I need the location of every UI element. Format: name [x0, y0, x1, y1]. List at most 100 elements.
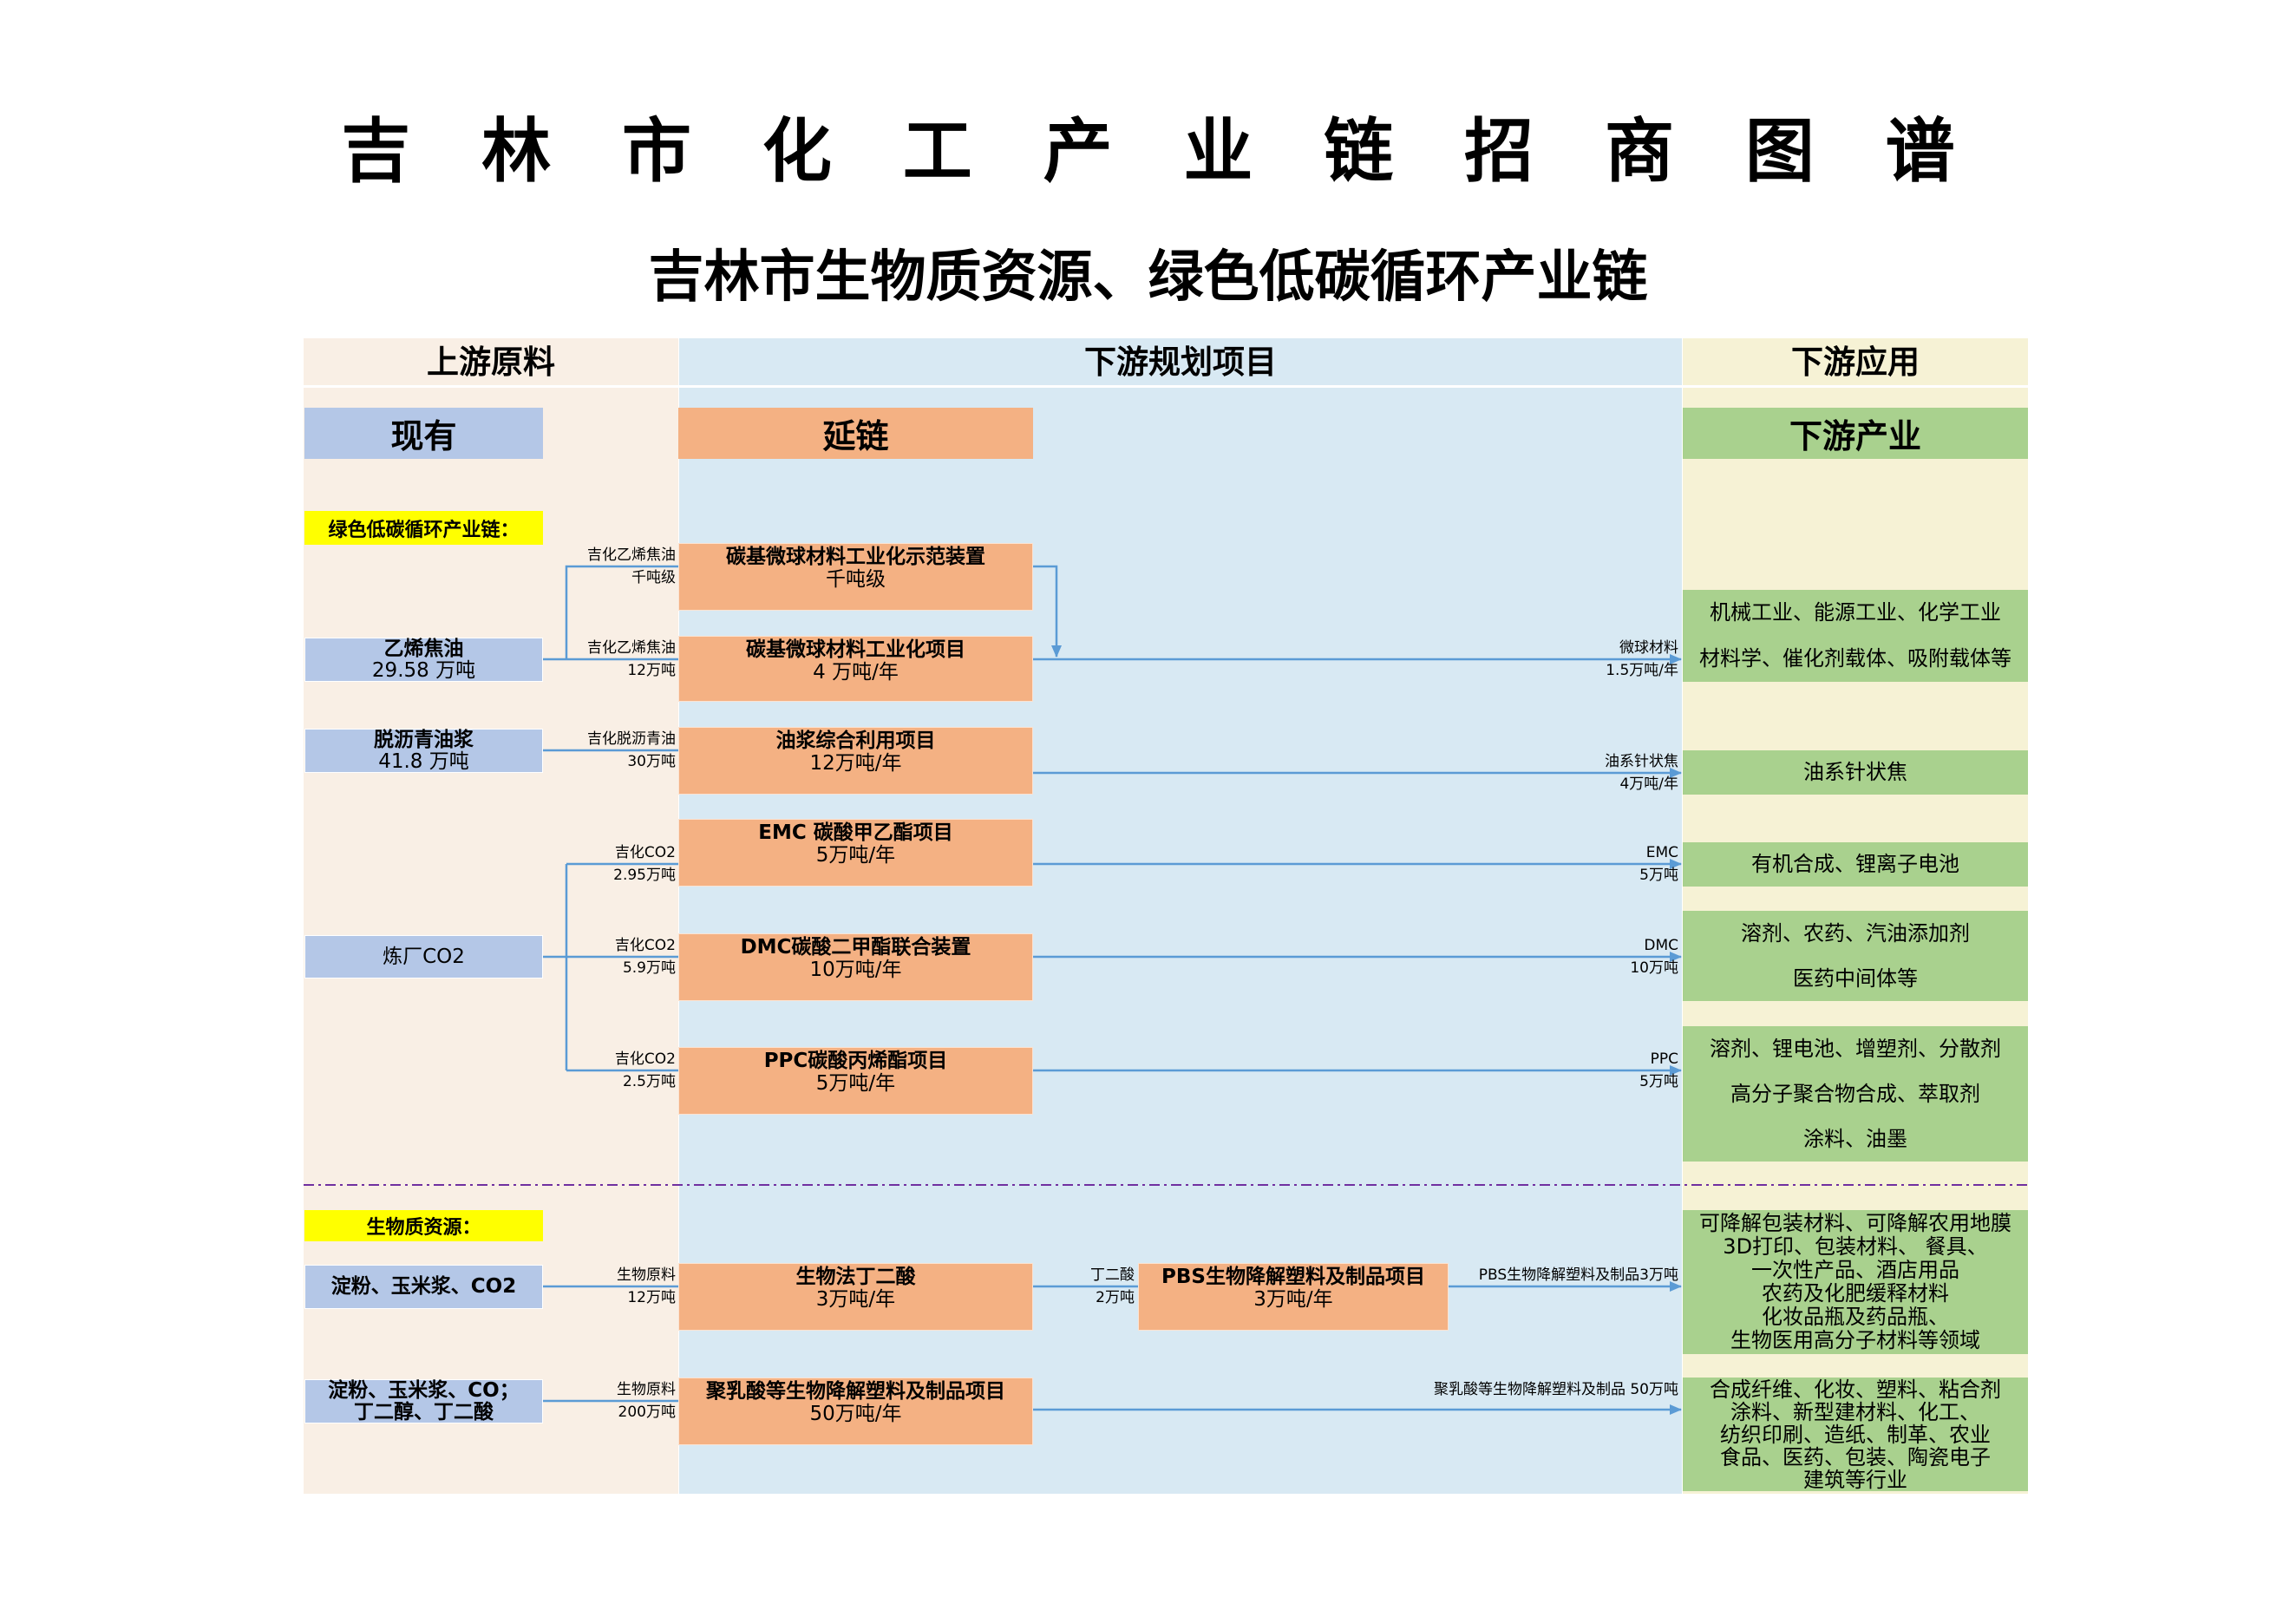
input-amount: 12万吨 [627, 1289, 676, 1306]
project-box: PBS生物降解塑料及制品项目 3万吨/年 [1138, 1263, 1449, 1331]
raw-material-name-2: 丁二醇、丁二酸 [354, 1400, 494, 1423]
project-name: 聚乳酸等生物降解塑料及制品项目 [706, 1380, 1005, 1403]
application-line: 溶剂、农药、汽油添加剂 [1741, 921, 1970, 946]
application-line: 医药中间体等 [1793, 966, 1918, 991]
application-line: 材料学、催化剂载体、吸附载体等 [1699, 646, 2011, 671]
flow-arrow [1033, 565, 1062, 658]
application-line: 有机合成、锂离子电池 [1751, 852, 1959, 876]
application-line: 农药及化肥缓释材料 [1762, 1281, 1949, 1306]
input-name: 吉化脱沥青油 [587, 730, 676, 748]
input-name: 丁二酸 [1090, 1266, 1135, 1284]
input-label: 吉化CO2 2.95万吨 [486, 841, 676, 887]
raw-material-refinery-co2: 炼厂CO2 [304, 935, 543, 978]
output-label: EMC 5万吨 [1423, 841, 1678, 887]
application-line: 高分子聚合物合成、萃取剂 [1730, 1082, 1980, 1106]
application-line: 可降解包装材料、可降解农用地膜 [1699, 1211, 2011, 1235]
project-capacity: 3万吨/年 [1253, 1288, 1333, 1311]
input-label: 吉化CO2 5.9万吨 [486, 934, 676, 979]
project-capacity: 10万吨/年 [809, 959, 902, 981]
output-name: DMC [1644, 937, 1678, 954]
application-box: 可降解包装材料、可降解农用地膜 3D打印、包装材料、 餐具、 一次性产品、酒店用… [1683, 1210, 2028, 1354]
input-amount: 2万吨 [1096, 1289, 1135, 1306]
input-name: 吉化乙烯焦油 [587, 639, 676, 657]
input-name: 生物原料 [617, 1381, 676, 1398]
input-amount: 12万吨 [627, 662, 676, 679]
raw-material-amount: 29.58 万吨 [371, 658, 476, 682]
project-box: 聚乳酸等生物降解塑料及制品项目 50万吨/年 [678, 1378, 1033, 1445]
output-amount: 4万吨/年 [1619, 776, 1678, 793]
project-name: 碳基微球材料工业化项目 [746, 638, 965, 661]
output-name: PPC [1650, 1050, 1678, 1068]
application-line: 食品、医药、包装、陶瓷电子 [1720, 1444, 1991, 1469]
input-name: 吉化CO2 [614, 1050, 676, 1068]
input-amount: 2.95万吨 [613, 867, 676, 884]
raw-material-starch-co2: 淀粉、玉米浆、CO2 [304, 1265, 543, 1309]
application-line: 涂料、新型建材料、化工、 [1730, 1399, 1980, 1424]
input-label: 吉化乙烯焦油 千吨级 [486, 544, 676, 589]
application-line: 油系针状焦 [1803, 760, 1907, 784]
project-capacity: 千吨级 [826, 568, 886, 591]
section-tag-biomass: 生物质资源： [304, 1210, 543, 1241]
output-name: EMC [1645, 844, 1678, 861]
project-capacity: 12万吨/年 [809, 752, 902, 775]
application-box: 油系针状焦 [1683, 750, 2028, 795]
output-label: 油系针状焦 4万吨/年 [1423, 750, 1678, 795]
project-capacity: 4 万吨/年 [813, 661, 899, 684]
application-line: 溶剂、锂电池、增塑剂、分散剂 [1710, 1037, 2001, 1061]
output-name: 聚乳酸等生物降解塑料及制品 50万吨 [1433, 1381, 1678, 1398]
project-name: PPC碳酸丙烯酯项目 [763, 1050, 948, 1072]
application-line: 涂料、油墨 [1803, 1127, 1907, 1151]
project-box: PPC碳酸丙烯酯项目 5万吨/年 [678, 1047, 1033, 1115]
raw-material-name: 乙烯焦油 [383, 637, 464, 660]
diagram-title: 吉林市生物质资源、绿色低碳循环产业链 [648, 245, 1648, 310]
input-label: 吉化CO2 2.5万吨 [486, 1048, 676, 1093]
flow-line [565, 565, 678, 659]
output-amount: 5万吨 [1639, 867, 1678, 884]
output-label: 微球材料 1.5万吨/年 [1423, 637, 1678, 682]
input-label: 吉化乙烯焦油 12万吨 [486, 637, 676, 682]
output-amount: 5万吨 [1639, 1073, 1678, 1090]
project-name: DMC碳酸二甲酯联合装置 [740, 936, 971, 959]
project-capacity: 50万吨/年 [809, 1403, 902, 1425]
application-line: 3D打印、包装材料、 餐具、 [1723, 1234, 1988, 1259]
section-tag-green-low-carbon: 绿色低碳循环产业链： [304, 511, 543, 545]
raw-material-deasphalted-slurry: 脱沥青油浆 41.8 万吨 [304, 729, 543, 773]
raw-material-name: 淀粉、玉米浆、CO； [328, 1378, 520, 1402]
raw-material-name: 脱沥青油浆 [374, 728, 474, 751]
input-amount: 千吨级 [631, 569, 676, 586]
input-name: 吉化乙烯焦油 [587, 546, 676, 564]
project-name: PBS生物降解塑料及制品项目 [1161, 1266, 1425, 1288]
output-label: DMC 10万吨 [1423, 934, 1678, 979]
output-label: 聚乳酸等生物降解塑料及制品 50万吨 [1423, 1378, 1678, 1401]
input-amount: 200万吨 [618, 1404, 676, 1421]
output-name: 油系针状焦 [1605, 753, 1678, 770]
column-header-projects: 下游规划项目 [1084, 344, 1277, 381]
raw-material-name: 炼厂CO2 [383, 945, 465, 968]
project-capacity: 3万吨/年 [815, 1288, 896, 1311]
project-name: 生物法丁二酸 [795, 1266, 916, 1288]
application-box: 有机合成、锂离子电池 [1683, 842, 2028, 887]
project-capacity: 5万吨/年 [815, 844, 896, 867]
raw-material-amount: 41.8 万吨 [378, 749, 469, 773]
application-box: 溶剂、锂电池、增塑剂、分散剂 高分子聚合物合成、萃取剂 涂料、油墨 [1683, 1026, 2028, 1162]
output-label: PBS生物降解塑料及制品3万吨 [1423, 1264, 1678, 1286]
application-line: 合成纤维、化妆、塑料、粘合剂 [1710, 1377, 2001, 1402]
input-amount: 30万吨 [627, 753, 676, 770]
project-capacity: 5万吨/年 [815, 1072, 896, 1095]
project-box: DMC碳酸二甲酯联合装置 10万吨/年 [678, 933, 1033, 1001]
input-amount: 5.9万吨 [622, 959, 676, 977]
column-header-upstream: 上游原料 [427, 344, 555, 381]
raw-material-starch-butanediol: 淀粉、玉米浆、CO； 丁二醇、丁二酸 [304, 1379, 543, 1423]
project-box: 生物法丁二酸 3万吨/年 [678, 1263, 1033, 1331]
subheader-extension: 延链 [678, 408, 1033, 459]
output-name: PBS生物降解塑料及制品3万吨 [1478, 1266, 1678, 1284]
output-amount: 10万吨 [1630, 959, 1678, 977]
input-name: 吉化CO2 [614, 844, 676, 861]
header-divider [304, 385, 2028, 388]
application-box: 合成纤维、化妆、塑料、粘合剂 涂料、新型建材料、化工、 纺织印刷、造纸、制革、农… [1683, 1378, 2028, 1491]
output-amount: 1.5万吨/年 [1606, 662, 1678, 679]
application-line: 纺织印刷、造纸、制革、农业 [1720, 1422, 1991, 1447]
input-name: 吉化CO2 [614, 937, 676, 954]
input-label: 吉化脱沥青油 30万吨 [486, 728, 676, 773]
